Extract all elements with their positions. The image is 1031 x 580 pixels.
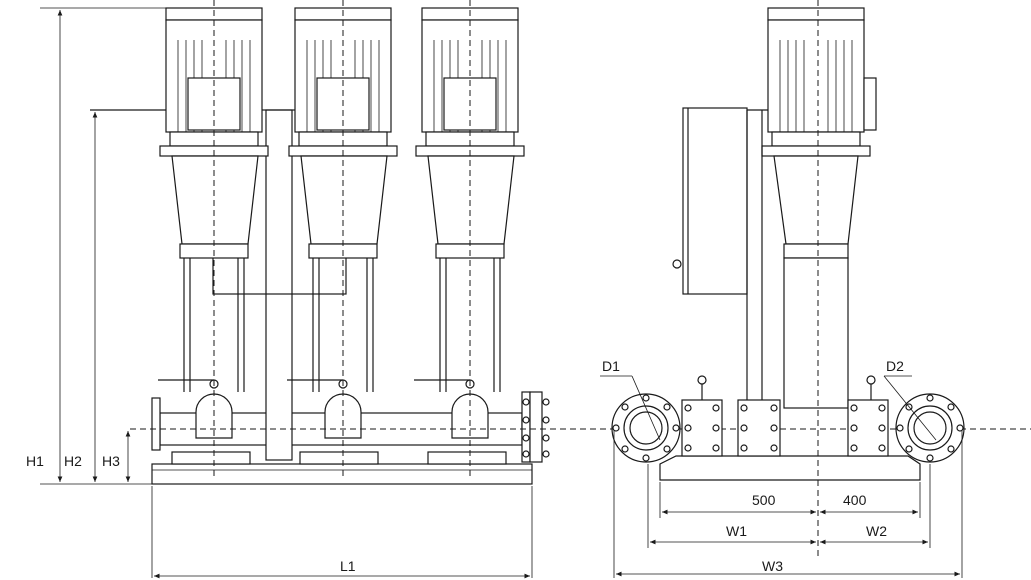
pump-unit — [158, 7, 269, 439]
dim-label-h3: H3 — [102, 453, 120, 469]
flange-d2 — [895, 393, 965, 463]
dim-label-w2: W2 — [866, 523, 887, 539]
manifold-flange — [529, 391, 543, 463]
manifold-end-flange — [151, 397, 161, 451]
dim-label-400: 400 — [843, 492, 867, 508]
terminal-box — [863, 77, 877, 131]
dim-label-w3: W3 — [762, 558, 783, 574]
dim-label-h1: H1 — [26, 453, 44, 469]
dim-label-d2: D2 — [886, 358, 904, 374]
control-cabinet — [682, 107, 748, 295]
control-column — [265, 109, 293, 461]
dim-label-h2: H2 — [64, 453, 82, 469]
side-view: D1 D2 500 400 W1 W2 W3 — [600, 0, 965, 578]
side-base — [659, 455, 921, 481]
flange-d1 — [611, 393, 681, 463]
dim-label-500: 500 — [752, 492, 776, 508]
pump-unit — [414, 7, 525, 439]
pump-foot — [299, 451, 379, 465]
base-frame — [151, 463, 533, 485]
pump-foot — [171, 451, 251, 465]
front-view: H1 H2 H3 L1 — [26, 0, 1031, 579]
dim-label-l1: L1 — [340, 558, 356, 574]
dim-label-w1: W1 — [726, 523, 747, 539]
pump-unit — [287, 7, 398, 439]
pump-foot — [427, 451, 507, 465]
dim-label-d1: D1 — [602, 358, 620, 374]
